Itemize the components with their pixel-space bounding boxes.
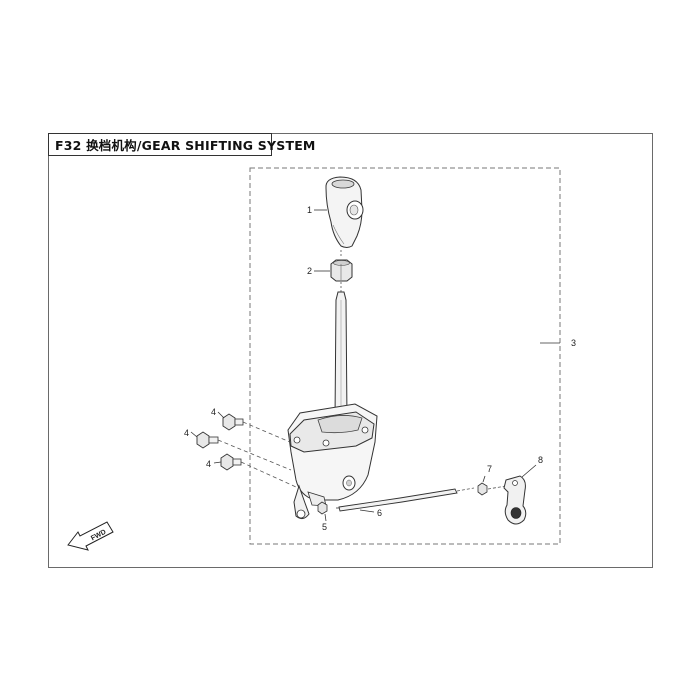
callout-4-lower: 4 [206, 459, 211, 469]
callout-1: 1 [307, 205, 312, 215]
shift-rod [336, 487, 475, 512]
page-title: F32 换档机构/GEAR SHIFTING SYSTEM [55, 138, 316, 153]
title-box: F32 换档机构/GEAR SHIFTING SYSTEM [48, 133, 315, 156]
assembly-boundary [249, 167, 561, 545]
nut-5 [317, 501, 328, 515]
callout-4-middle: 4 [184, 428, 189, 438]
callout-4-upper: 4 [211, 407, 216, 417]
shifter-housing [287, 403, 378, 520]
callout-8: 8 [538, 455, 543, 465]
lock-nut [330, 259, 353, 282]
callout-3: 3 [571, 338, 576, 348]
leader-lines [190, 209, 560, 522]
callout-6: 6 [377, 508, 382, 518]
bolt-middle [196, 431, 292, 471]
shift-knob [325, 176, 364, 248]
bolt-upper [222, 413, 291, 443]
nut-7 [477, 482, 507, 496]
shift-lever-shaft [334, 250, 348, 421]
bolt-lower [220, 453, 297, 488]
fwd-arrow-icon: FWD [67, 521, 114, 551]
diagram-frame [48, 133, 653, 568]
callout-7: 7 [487, 464, 492, 474]
shift-arm [503, 475, 527, 525]
callout-2: 2 [307, 266, 312, 276]
callout-5: 5 [322, 522, 327, 532]
